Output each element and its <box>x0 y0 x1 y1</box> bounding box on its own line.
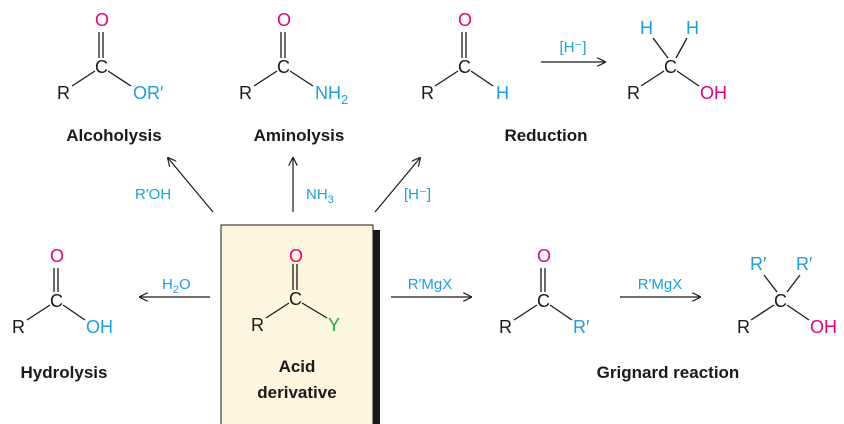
aldehyde-atom-c: C <box>458 57 471 77</box>
aminolysis-group: O C R NH2 Aminolysis <box>239 10 348 145</box>
ketone-atom-o: O <box>537 246 551 266</box>
aminolysis-atom-nh2: NH2 <box>315 83 348 107</box>
grignard-name: Grignard reaction <box>597 363 740 382</box>
alcohol2-bond-oh <box>786 304 810 321</box>
alcohol2-atom-c: C <box>774 291 787 311</box>
alcohol2-atom-r: R <box>737 317 750 337</box>
aminolysis-atom-c: C <box>277 57 290 77</box>
ketone-atom-r-prime: R′ <box>573 317 590 337</box>
alcohol1-bond-h2 <box>675 37 688 59</box>
aminolysis-atom-o: O <box>277 10 291 30</box>
bond-c-r <box>265 302 290 319</box>
grignard-reagent-2: R′MgX <box>638 276 683 293</box>
alcohol1-atom-oh: OH <box>700 83 727 103</box>
alcoholysis-atom-c: C <box>95 57 108 77</box>
reduction-name: Reduction <box>504 126 587 145</box>
alcohol1-bond-r <box>640 70 665 87</box>
alcoholysis-group: O C R OR′ Alcoholysis <box>57 10 164 145</box>
alcoholysis-bond-g <box>107 70 132 87</box>
alcohol1-atom-c: C <box>664 57 677 77</box>
alcoholysis-atom-o: O <box>95 10 109 30</box>
alcoholysis-atom-or: OR′ <box>133 83 164 103</box>
grignard-group: R′MgX O C R R′ R′MgX R′ R′ C R OH Grigna… <box>391 246 837 382</box>
aminolysis-reagent: NH3 <box>306 186 334 206</box>
aminolysis-bond-g <box>289 70 314 87</box>
arrow-to-alcoholysis <box>168 158 214 213</box>
aldehyde-atom-r: R <box>421 83 434 103</box>
alcohol2-atom-r1: R′ <box>750 254 767 274</box>
hydrolysis-bond-r <box>26 304 51 321</box>
alcohol2-atom-oh: OH <box>810 317 837 337</box>
alcohol1-bond-h1 <box>652 37 669 59</box>
ketone-bond-r2 <box>549 304 573 321</box>
ketone-atom-c: C <box>537 291 550 311</box>
box-panel <box>220 224 374 424</box>
hydrolysis-atom-o: O <box>50 246 64 266</box>
arrow-to-reduction <box>374 158 420 213</box>
hydrolysis-atom-oh: OH <box>86 317 113 337</box>
alcohol2-bond-r <box>750 304 775 321</box>
hydrolysis-name: Hydrolysis <box>21 363 108 382</box>
atom-c: C <box>289 289 302 309</box>
atom-r: R <box>251 315 264 335</box>
alcoholysis-bond-r <box>71 70 96 87</box>
bond-c-y <box>301 302 328 319</box>
ketone-bond-r <box>513 304 538 321</box>
aldehyde-atom-o: O <box>458 10 472 30</box>
reduction-group: O C R H Reduction [H⁻] H H C R OH <box>421 10 727 145</box>
alcoholysis-atom-r: R <box>57 83 70 103</box>
acid-derivative-label-2: derivative <box>257 383 336 402</box>
alcohol1-atom-h1: H <box>640 18 653 38</box>
acid-derivative-label-1: Acid <box>279 357 316 376</box>
hydrolysis-group: O C R OH Hydrolysis <box>12 246 113 382</box>
aminolysis-name: Aminolysis <box>254 126 345 145</box>
reduction-reagent-1: [H⁻] <box>404 186 431 203</box>
hydrolysis-atom-c: C <box>50 291 63 311</box>
atom-o: O <box>289 246 303 266</box>
hydrolysis-reagent: H2O <box>162 276 191 296</box>
atom-y: Y <box>328 315 340 335</box>
alcohol2-atom-r2: R′ <box>796 254 813 274</box>
ketone-atom-r: R <box>499 317 512 337</box>
reduction-reagent-2: [H⁻] <box>559 39 586 56</box>
alcoholysis-name: Alcoholysis <box>66 126 161 145</box>
hydrolysis-atom-r: R <box>12 317 25 337</box>
alcohol2-bond-r2 <box>786 274 801 293</box>
aminolysis-bond-r <box>253 70 278 87</box>
acid-derivative-box: O C R Y Acid derivative <box>220 224 380 424</box>
aldehyde-bond-h <box>470 70 494 87</box>
alcoholysis-reagent: R′OH <box>135 186 171 203</box>
aminolysis-atom-r: R <box>239 83 252 103</box>
aldehyde-bond-r <box>434 70 459 87</box>
alcohol2-bond-r1 <box>763 274 778 293</box>
grignard-reagent-1: R′MgX <box>408 276 453 293</box>
aldehyde-atom-h: H <box>496 83 509 103</box>
alcohol1-bond-oh <box>676 70 700 87</box>
alcohol1-atom-h2: H <box>686 18 699 38</box>
alcohol1-atom-r: R <box>627 83 640 103</box>
hydrolysis-bond-oh <box>62 304 86 321</box>
